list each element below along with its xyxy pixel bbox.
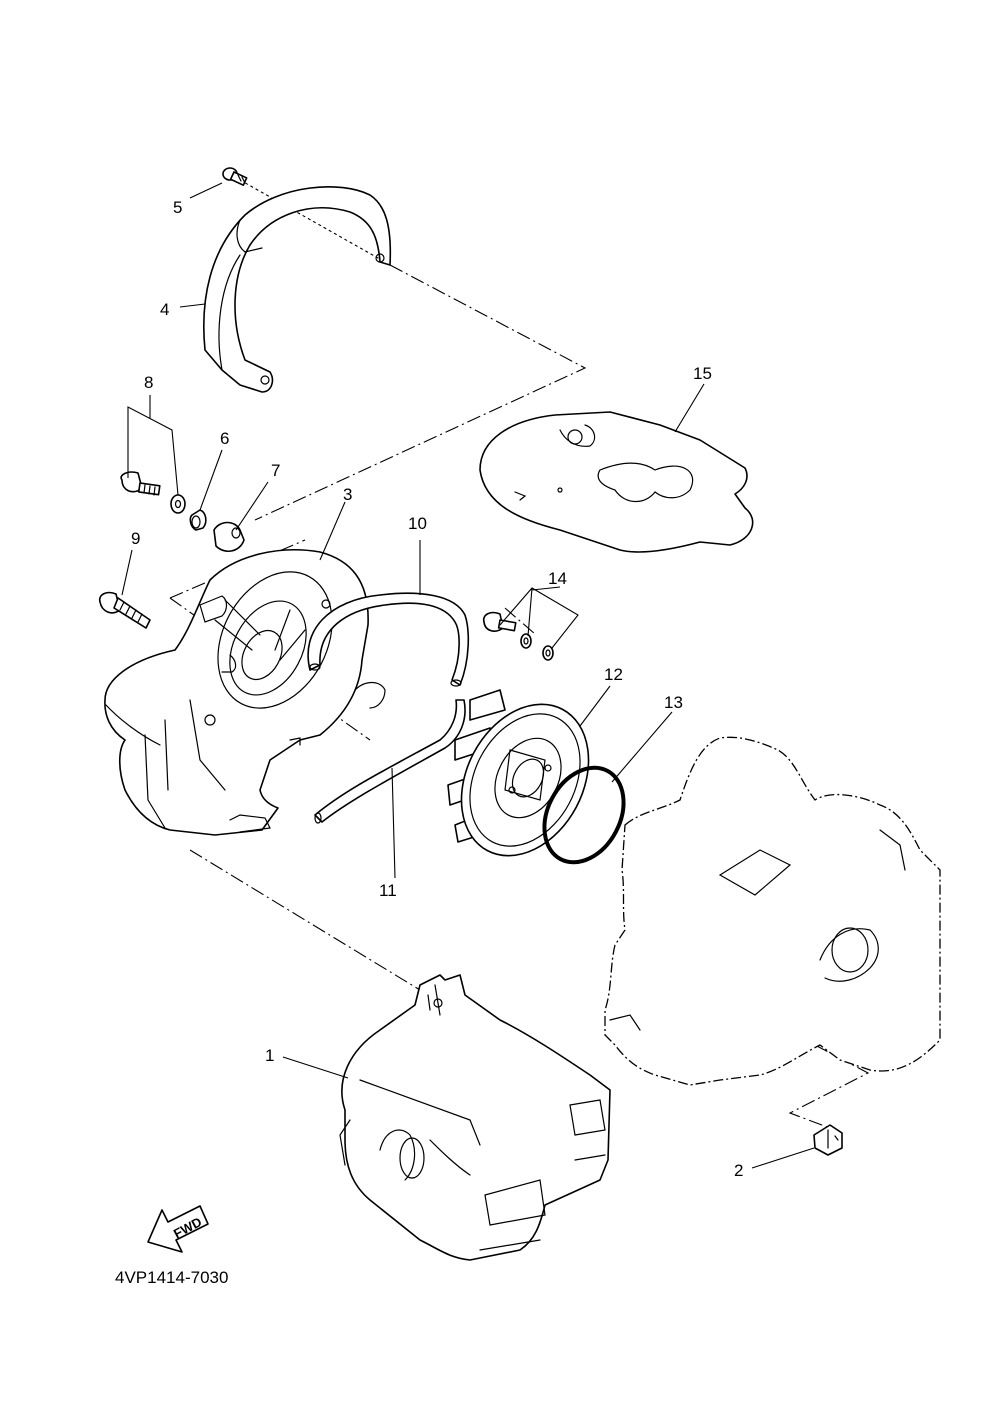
engine-crankcase-phantom	[604, 736, 941, 1086]
collar-6	[189, 509, 207, 531]
gasket-sheet	[479, 411, 754, 553]
callout-1: 1	[265, 1046, 274, 1065]
callout-labels: 1 2 3 4 5 6 7 8 9 10 11 12 13 14 15	[131, 198, 743, 1180]
callout-14: 14	[548, 569, 567, 588]
diagram-code: 4VP1414-7030	[115, 1268, 228, 1287]
hose-10	[307, 592, 470, 687]
callout-7: 7	[271, 461, 280, 480]
washer-8	[170, 494, 186, 514]
clip-2	[813, 1124, 843, 1156]
callout-11: 11	[379, 881, 397, 900]
callout-6: 6	[220, 429, 229, 448]
callout-12: 12	[604, 665, 623, 684]
screw-icon	[222, 167, 248, 186]
callout-leaders	[121, 182, 815, 1169]
callout-3: 3	[343, 485, 352, 504]
callout-2: 2	[734, 1161, 743, 1180]
bolt-8	[120, 471, 161, 496]
callout-13: 13	[664, 693, 683, 712]
damper-7	[213, 521, 245, 553]
callout-15: 15	[693, 364, 712, 383]
bolt-14	[482, 611, 554, 661]
callout-9: 9	[131, 529, 140, 548]
air-shroud-1	[339, 974, 611, 1261]
callout-8: 8	[144, 373, 153, 392]
hose-11	[314, 699, 466, 824]
callout-10: 10	[408, 514, 427, 533]
air-shroud-3	[104, 549, 386, 836]
forward-direction-arrow: FWD	[147, 1205, 209, 1253]
callout-4: 4	[160, 300, 169, 319]
o-ring-13	[542, 765, 626, 865]
screw-9	[98, 591, 151, 629]
fan-cover-strip	[202, 186, 392, 393]
callout-5: 5	[173, 198, 182, 217]
